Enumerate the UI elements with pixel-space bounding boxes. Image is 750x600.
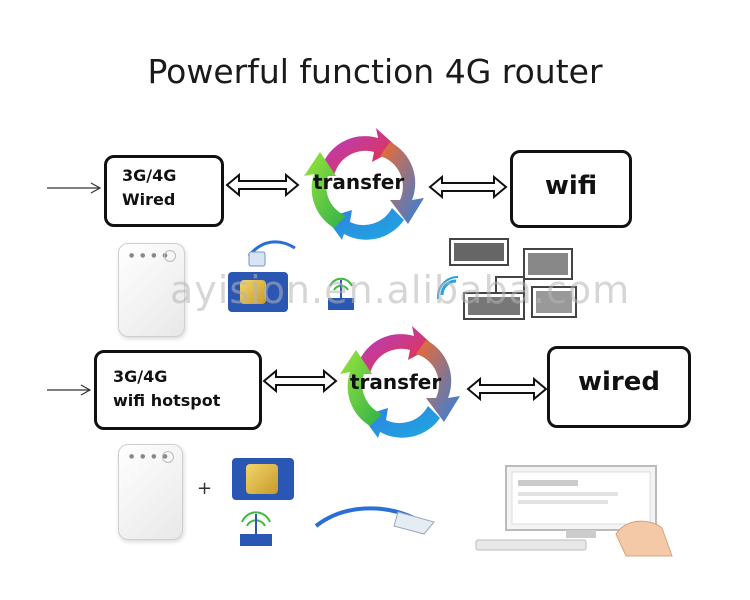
computer-and-hand-illustration [475, 465, 673, 557]
transfer-label-1: transfer [313, 170, 405, 194]
transfer-label-2: transfer [350, 370, 442, 394]
router-antenna-icon-2 [240, 511, 272, 546]
wifi-devices-illustration [436, 238, 577, 320]
double-arrow-1a [225, 172, 300, 198]
source-label-line1: 3G/4G [122, 166, 177, 185]
input-arrow-1 [47, 182, 102, 194]
power-button-icon [164, 250, 176, 262]
sim-card-icon-1 [228, 272, 288, 312]
transfer-cycle-icon-1 [304, 128, 424, 240]
power-button-icon [162, 451, 174, 463]
router-antenna-icon-1 [328, 277, 354, 310]
source-label-line1: 3G/4G [113, 367, 168, 386]
double-arrow-2a [262, 368, 338, 394]
ethernet-cable-icon-2 [314, 506, 435, 535]
source-box-wired: 3G/4G Wired [104, 155, 224, 227]
mobile-router-device-2: ● ● ● ● [118, 444, 183, 540]
transfer-cycle-icon-2 [340, 326, 460, 438]
indicator-lights: ● ● ● ● [129, 252, 170, 259]
target-box-wired: wired [547, 346, 691, 428]
target-label-wired: wired [578, 367, 660, 397]
source-label-line2: Wired [122, 190, 176, 209]
ethernet-cable-icon-1 [247, 240, 296, 267]
watermark: ayision.en.alibaba.com [170, 268, 631, 312]
sim-card-icon-2 [232, 458, 294, 500]
target-label-wifi: wifi [544, 171, 598, 201]
mobile-router-device-1: ● ● ● ● [118, 243, 185, 337]
target-box-wifi: wifi [510, 150, 632, 228]
plus-sign: + [197, 478, 213, 499]
double-arrow-1b [428, 174, 508, 200]
indicator-lights: ● ● ● ● [129, 453, 170, 460]
source-label-line2: wifi hotspot [113, 391, 221, 410]
double-arrow-2b [466, 376, 548, 402]
diagram-title: Powerful function 4G router [147, 52, 603, 91]
source-box-hotspot: 3G/4G wifi hotspot [94, 350, 262, 430]
input-arrow-2 [47, 384, 92, 396]
